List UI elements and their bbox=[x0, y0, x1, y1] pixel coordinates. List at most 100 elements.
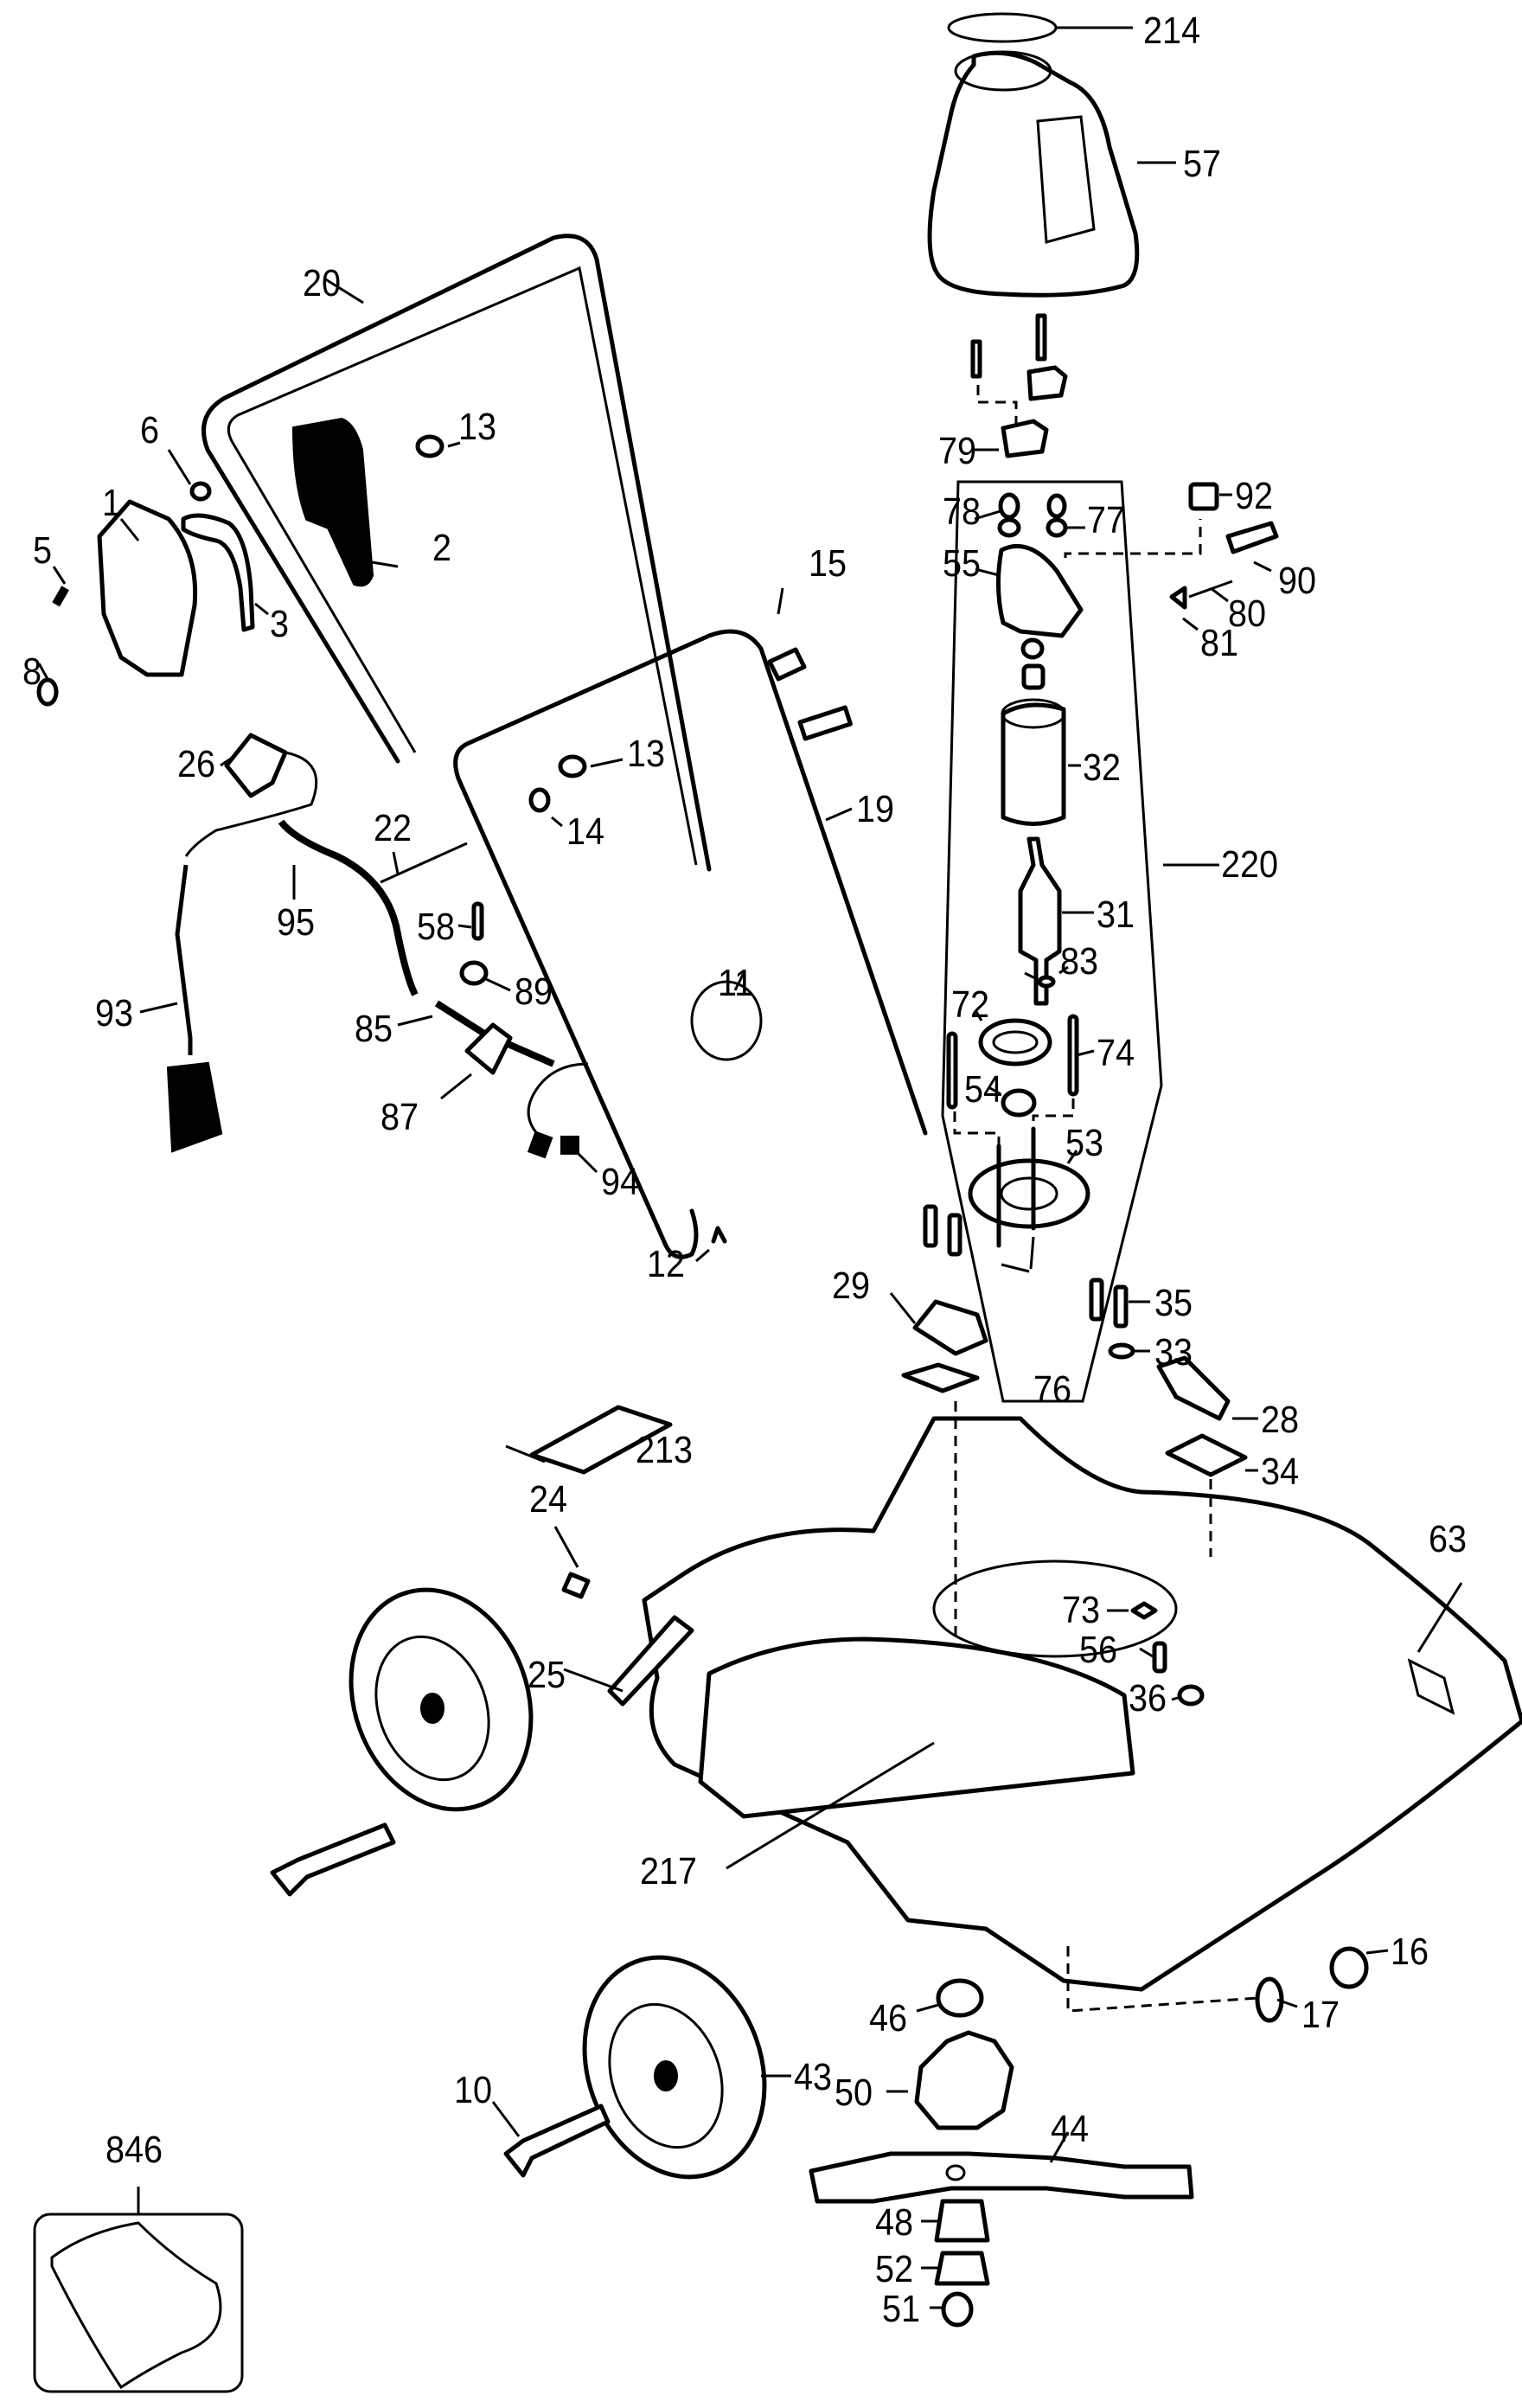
label-44: 44 bbox=[1051, 2108, 1090, 2150]
label-80: 80 bbox=[1228, 592, 1267, 635]
part-93-cord-plug bbox=[166, 1061, 223, 1153]
label-16: 16 bbox=[1391, 1931, 1429, 1973]
part-29-motor-bracket bbox=[912, 1299, 988, 1356]
label-93: 93 bbox=[95, 992, 134, 1034]
part-32-field bbox=[1001, 702, 1066, 826]
part-46-hub bbox=[936, 1978, 984, 2018]
label-52: 52 bbox=[875, 2248, 914, 2290]
part-3-cord-guide bbox=[181, 513, 255, 632]
part-17-washer bbox=[1255, 1976, 1284, 2023]
label-1: 1 bbox=[102, 482, 122, 524]
label-24: 24 bbox=[529, 1478, 568, 1521]
label-3: 3 bbox=[270, 603, 290, 645]
label-48: 48 bbox=[875, 2201, 914, 2244]
label-92: 92 bbox=[1235, 475, 1274, 517]
part-34-spacer bbox=[1165, 1433, 1248, 1477]
part-44-blade bbox=[809, 2151, 1194, 2204]
part-16-nut bbox=[1329, 1946, 1369, 1989]
label-217: 217 bbox=[640, 1850, 698, 1892]
label-46: 46 bbox=[869, 1997, 908, 2040]
label-11: 11 bbox=[718, 962, 754, 1004]
label-78: 78 bbox=[943, 490, 982, 533]
part-10-axle-bolt bbox=[503, 2104, 611, 2178]
label-35: 35 bbox=[1154, 1282, 1193, 1324]
part-55-brush-holder bbox=[995, 544, 1084, 638]
label-36: 36 bbox=[1129, 1677, 1167, 1720]
label-90: 90 bbox=[1278, 560, 1317, 602]
label-53: 53 bbox=[1065, 1122, 1104, 1164]
part-846-hardware-kit bbox=[33, 2213, 244, 2393]
label-15: 15 bbox=[809, 542, 847, 585]
part-220-motor-assembly-outline bbox=[941, 480, 1163, 1403]
label-14: 14 bbox=[566, 810, 605, 853]
label-25: 25 bbox=[528, 1654, 566, 1696]
label-846: 846 bbox=[106, 2129, 163, 2171]
label-220: 220 bbox=[1221, 843, 1279, 886]
label-95: 95 bbox=[277, 901, 316, 944]
label-12: 12 bbox=[647, 1243, 686, 1285]
part-92-terminal bbox=[1188, 482, 1219, 511]
label-77: 77 bbox=[1087, 499, 1126, 541]
label-33: 33 bbox=[1154, 1331, 1193, 1374]
part-213-decal bbox=[529, 1405, 673, 1475]
label-63: 63 bbox=[1429, 1518, 1468, 1560]
label-50: 50 bbox=[835, 2072, 873, 2114]
part-2-switch-box bbox=[291, 417, 374, 587]
label-85: 85 bbox=[355, 1008, 393, 1050]
part-54-bearing bbox=[1001, 1088, 1037, 1118]
label-2: 2 bbox=[432, 527, 452, 569]
label-32: 32 bbox=[1083, 746, 1122, 789]
part-90-brush bbox=[1225, 521, 1279, 554]
part-19-lower-handle bbox=[453, 629, 928, 1259]
part-26-switch bbox=[224, 733, 288, 798]
part-11-clip bbox=[690, 980, 763, 1061]
part-1-bracket bbox=[97, 499, 198, 677]
label-13a: 13 bbox=[458, 406, 497, 448]
label-214: 214 bbox=[1143, 10, 1201, 52]
part-217-discharge-chute bbox=[698, 1636, 1135, 1819]
label-43: 43 bbox=[794, 2056, 833, 2098]
part-72-bearing-housing bbox=[978, 1018, 1052, 1066]
part-214-o-ring bbox=[947, 12, 1058, 43]
label-8: 8 bbox=[22, 650, 42, 693]
part-79-bracket bbox=[1001, 419, 1049, 458]
label-56: 56 bbox=[1079, 1629, 1118, 1671]
label-20: 20 bbox=[303, 262, 342, 304]
label-55: 55 bbox=[943, 542, 982, 585]
label-17: 17 bbox=[1301, 1994, 1340, 2036]
label-83: 83 bbox=[1060, 940, 1099, 983]
label-28: 28 bbox=[1261, 1399, 1300, 1441]
part-87-cord-clamp bbox=[464, 1022, 513, 1075]
label-79: 79 bbox=[938, 430, 977, 472]
part-20-upper-handle bbox=[201, 234, 712, 872]
label-51: 51 bbox=[882, 2288, 921, 2330]
label-81: 81 bbox=[1200, 622, 1239, 664]
label-13b: 13 bbox=[627, 733, 666, 775]
label-31: 31 bbox=[1097, 893, 1135, 936]
label-26: 26 bbox=[177, 743, 216, 785]
part-81-clip bbox=[1169, 586, 1187, 610]
part-53-end-bracket bbox=[968, 1158, 1090, 1229]
label-87: 87 bbox=[380, 1096, 419, 1138]
label-89: 89 bbox=[515, 970, 553, 1013]
label-34: 34 bbox=[1261, 1451, 1300, 1493]
part-28-motor-bracket bbox=[1156, 1355, 1231, 1421]
label-54: 54 bbox=[964, 1068, 1003, 1111]
part-52-blade-clamp bbox=[934, 2251, 990, 2286]
label-29: 29 bbox=[832, 1265, 871, 1307]
label-74: 74 bbox=[1097, 1032, 1135, 1074]
label-76: 76 bbox=[1033, 1368, 1072, 1411]
part-31-armature bbox=[1018, 836, 1062, 1006]
label-19: 19 bbox=[856, 788, 895, 830]
part-51-blade-nut bbox=[941, 2291, 974, 2328]
label-6: 6 bbox=[140, 409, 160, 452]
part-57-motor-cover bbox=[927, 50, 1140, 298]
label-22: 22 bbox=[374, 807, 412, 849]
label-57: 57 bbox=[1183, 143, 1222, 185]
label-73: 73 bbox=[1062, 1589, 1101, 1631]
label-94: 94 bbox=[601, 1161, 640, 1203]
label-10: 10 bbox=[454, 2069, 493, 2111]
label-213: 213 bbox=[636, 1429, 694, 1471]
label-58: 58 bbox=[417, 906, 456, 948]
